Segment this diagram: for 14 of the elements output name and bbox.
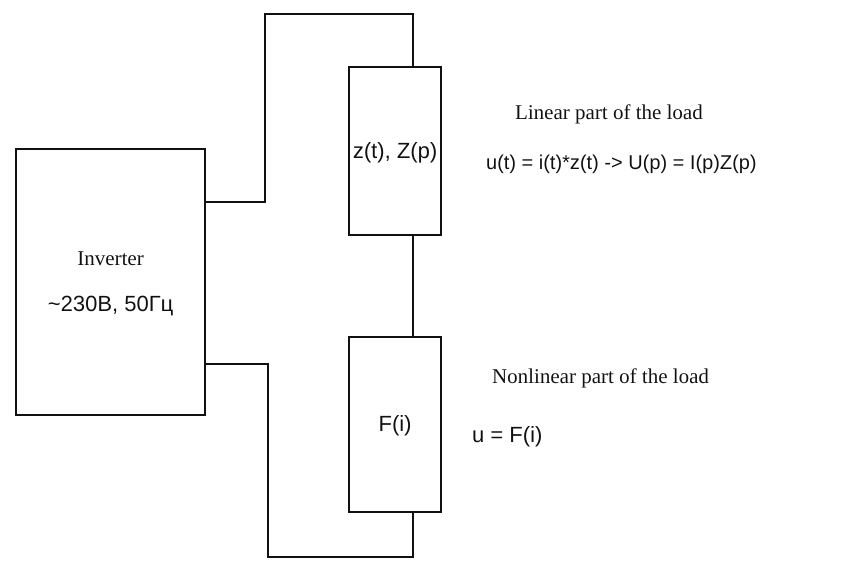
wire [206,363,414,558]
block-caption: Nonlinear part of the load [492,364,709,389]
block-label: F(i) [378,410,412,438]
block-label: Inverter [77,245,144,272]
block-box [348,336,442,513]
block-box [15,148,206,416]
block-label: z(t), Z(p) [352,136,438,165]
equation-text: u = F(i) [472,422,542,448]
wire [206,13,414,203]
equation-text: u(t) = i(t)*z(t) -> U(p) = I(p)Z(p) [486,152,757,175]
block-box [348,66,442,236]
block-caption: Linear part of the load [515,100,703,125]
block-label: ~230В, 50Гц [48,290,174,318]
wire [412,236,414,336]
